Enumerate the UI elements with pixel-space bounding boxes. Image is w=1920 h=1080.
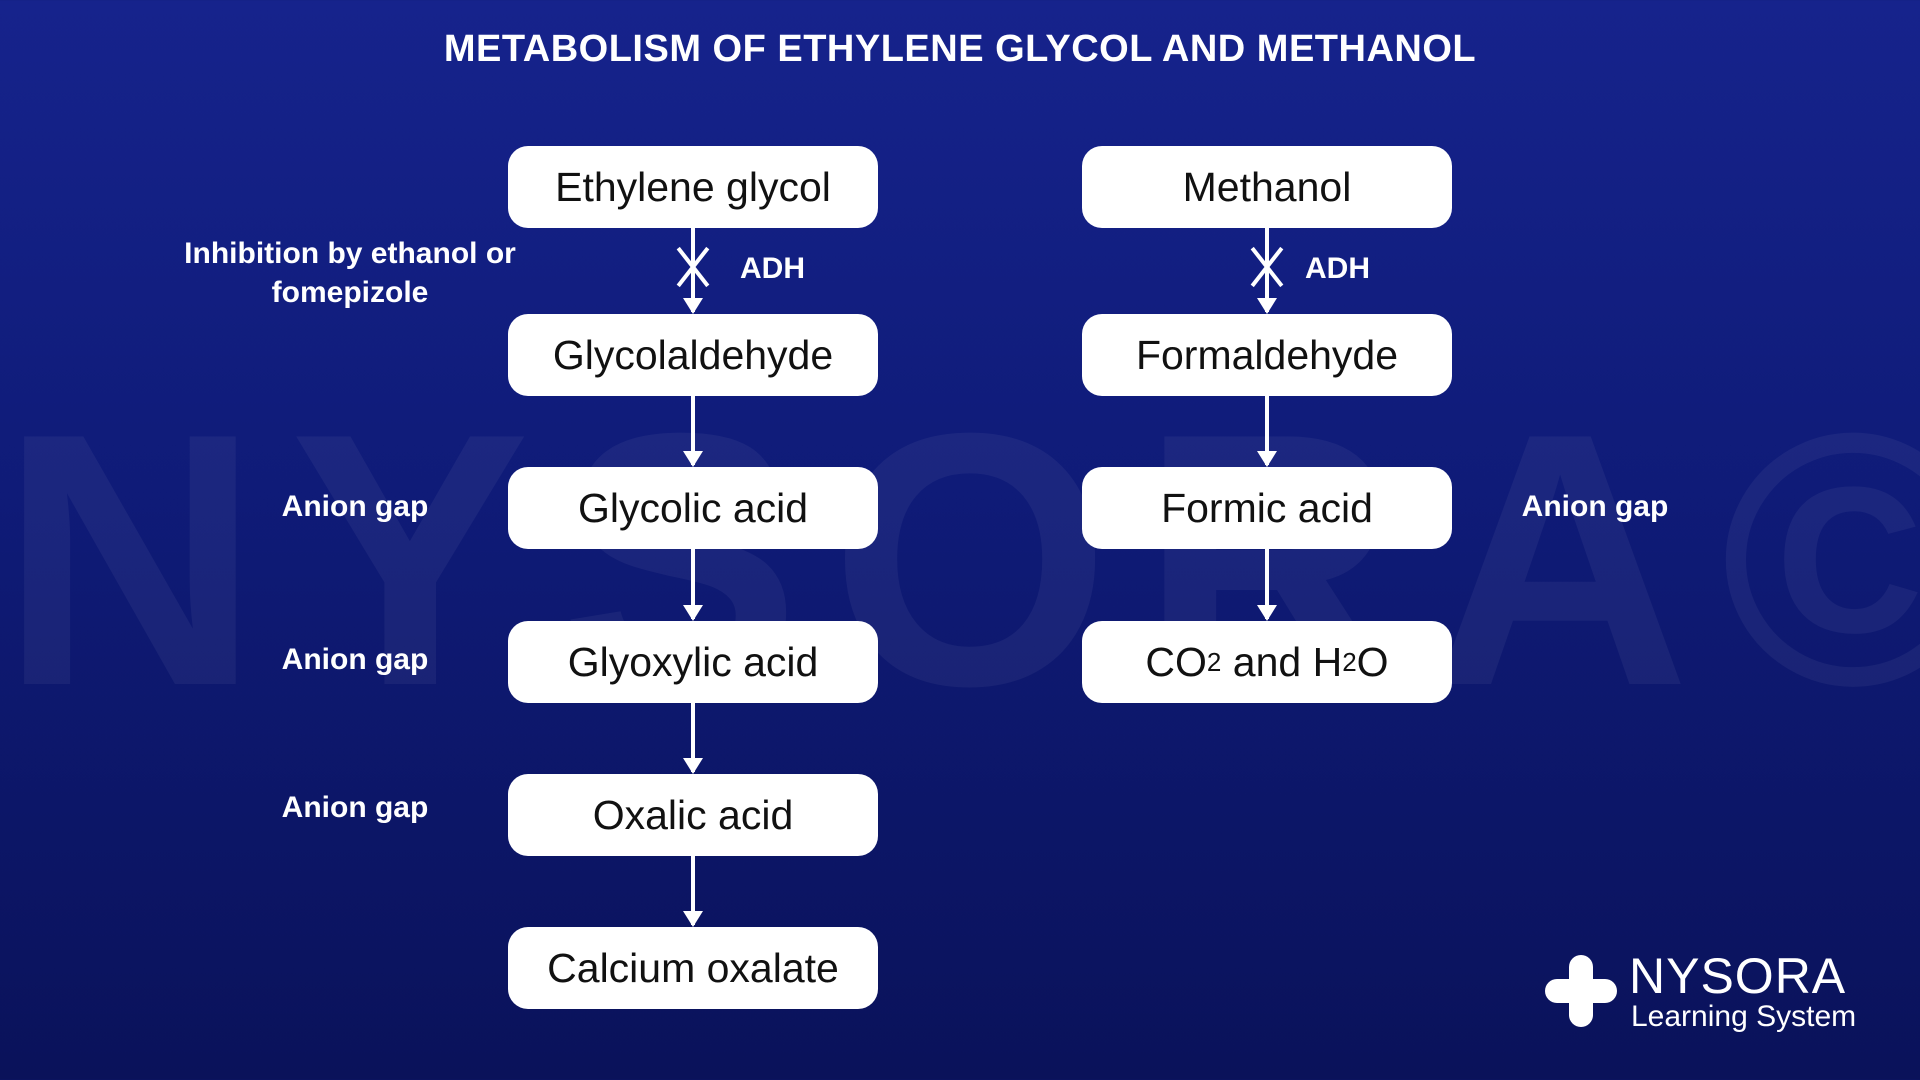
watermark: NYSORA© (0, 359, 1920, 761)
arrow-left-3 (683, 549, 703, 621)
box-glyoxylic-acid: Glyoxylic acid (508, 621, 878, 703)
box-oxalic-acid: Oxalic acid (508, 774, 878, 856)
box-calcium-oxalate: Calcium oxalate (508, 927, 878, 1009)
cross-icon (1545, 955, 1617, 1027)
anion-gap-label-2: Anion gap (281, 643, 429, 676)
box-formic-acid: Formic acid (1082, 467, 1452, 549)
logo-subtitle: Learning System (1631, 1000, 1857, 1033)
box-glycolaldehyde: Glycolaldehyde (508, 314, 878, 396)
nysora-logo: NYSORA Learning System (1545, 948, 1885, 1055)
box-formaldehyde: Formaldehyde (1082, 314, 1452, 396)
logo-name: NYSORA (1629, 948, 1847, 1004)
anion-gap-label-3: Anion gap (281, 791, 429, 824)
and-h-text: and H (1221, 638, 1343, 685)
anion-gap-label-right: Anion gap (1521, 490, 1669, 523)
h2o-subscript: 2 (1342, 646, 1357, 677)
arrow-right-2 (1257, 396, 1277, 467)
box-glycolic-acid: Glycolic acid (508, 467, 878, 549)
arrow-left-5 (683, 856, 703, 927)
o-text: O (1356, 638, 1389, 685)
co-text: CO (1145, 638, 1207, 685)
enzyme-label-right: ADH (1305, 252, 1370, 285)
box-methanol: Methanol (1082, 146, 1452, 228)
inhibition-x-icon-left (673, 247, 713, 287)
anion-gap-label-1: Anion gap (281, 490, 429, 523)
arrow-left-2 (683, 396, 703, 467)
inhibition-x-icon-right (1247, 247, 1287, 287)
box-ethylene-glycol: Ethylene glycol (508, 146, 878, 228)
inhibition-label: Inhibition by ethanol or fomepizole (184, 237, 516, 309)
arrow-left-4 (683, 703, 703, 774)
diagram-title: METABOLISM OF ETHYLENE GLYCOL AND METHAN… (443, 28, 1477, 70)
enzyme-label-left: ADH (740, 252, 805, 285)
arrow-right-3 (1257, 549, 1277, 621)
co2-subscript: 2 (1206, 646, 1222, 677)
